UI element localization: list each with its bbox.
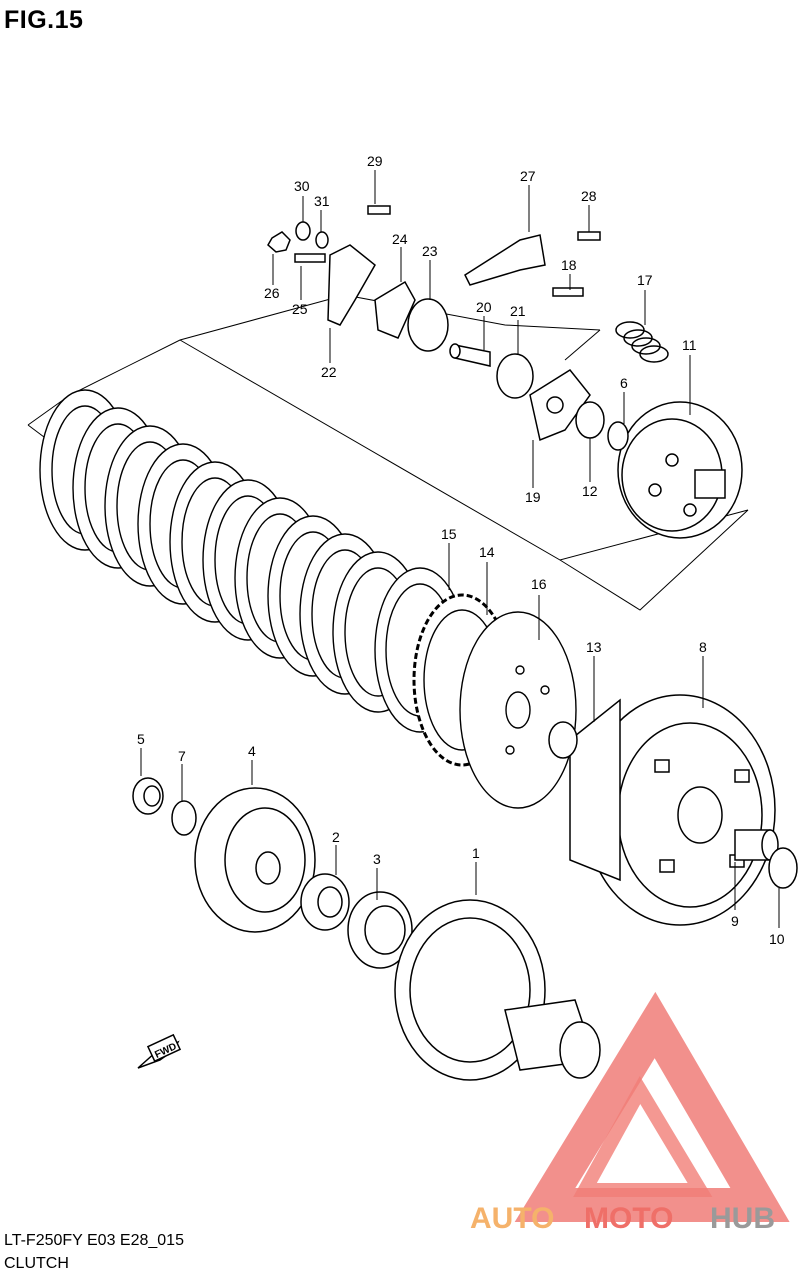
callout-6: 6 bbox=[620, 375, 628, 391]
callout-31: 31 bbox=[314, 193, 330, 209]
part-23-release-cam bbox=[407, 298, 449, 352]
leader-lines bbox=[140, 170, 780, 928]
part-9-spacer bbox=[734, 829, 779, 861]
part-22-bracket bbox=[327, 244, 376, 326]
callout-18: 18 bbox=[561, 257, 577, 273]
callout-14: 14 bbox=[479, 544, 495, 560]
part-27-release-arm bbox=[464, 234, 546, 286]
callout-3: 3 bbox=[373, 851, 381, 867]
part-28-bolt bbox=[577, 231, 601, 241]
callout-4: 4 bbox=[248, 743, 256, 759]
callout-labels: 1 2 3 4 5 6 7 8 9 10 11 12 13 14 15 16 1… bbox=[137, 153, 785, 947]
part-25-stud bbox=[294, 253, 326, 263]
forward-arrow-icon: FWD bbox=[137, 1033, 182, 1069]
part-1-clutch-shoe-drum bbox=[394, 899, 601, 1081]
watermark-logo bbox=[514, 991, 790, 1222]
part-19-release-plate bbox=[529, 369, 591, 442]
watermark-triangle-icon bbox=[514, 991, 790, 1222]
part-29-bolt bbox=[367, 205, 391, 215]
part-3-roller-cage bbox=[347, 891, 413, 969]
part-26-nut bbox=[267, 231, 291, 253]
part-18-bolt bbox=[552, 287, 584, 297]
callout-30: 30 bbox=[294, 178, 310, 194]
callout-16: 16 bbox=[531, 576, 547, 592]
callout-5: 5 bbox=[137, 731, 145, 747]
callout-29: 29 bbox=[367, 153, 383, 169]
callout-2: 2 bbox=[332, 829, 340, 845]
part-11-clutch-sleeve-hub bbox=[617, 401, 743, 539]
part-21-bearing bbox=[496, 353, 534, 399]
callout-17: 17 bbox=[637, 272, 653, 288]
callout-19: 19 bbox=[525, 489, 541, 505]
part-30-nut bbox=[295, 221, 311, 241]
watermark-triangle-inner-icon bbox=[573, 1075, 713, 1197]
part-6-washer bbox=[607, 421, 629, 451]
callout-10: 10 bbox=[769, 931, 785, 947]
part-7-washer bbox=[171, 800, 197, 836]
callout-22: 22 bbox=[321, 364, 337, 380]
callout-20: 20 bbox=[476, 299, 492, 315]
part-4-one-way-clutch bbox=[194, 787, 316, 933]
callout-27: 27 bbox=[520, 168, 536, 184]
callout-11: 11 bbox=[682, 337, 697, 353]
callout-1: 1 bbox=[472, 845, 480, 861]
watermark-moto: MOTO bbox=[584, 1202, 673, 1235]
part-10-washer bbox=[768, 847, 798, 889]
callout-26: 26 bbox=[264, 285, 280, 301]
part-13-washer bbox=[548, 721, 578, 759]
part-24-gasket bbox=[374, 280, 416, 339]
figure-title: FIG.15 bbox=[4, 6, 84, 34]
watermark-hub: HUB bbox=[710, 1202, 775, 1235]
callout-7: 7 bbox=[178, 748, 186, 764]
part-12-bearing bbox=[575, 401, 605, 439]
model-code: LT-F250FY E03 E28_015 bbox=[4, 1232, 184, 1249]
callout-25: 25 bbox=[292, 301, 308, 317]
callout-23: 23 bbox=[422, 243, 438, 259]
clutch-plate-stack bbox=[39, 389, 577, 809]
callout-9: 9 bbox=[731, 913, 739, 929]
part-20-release-pin bbox=[449, 343, 491, 367]
callout-12: 12 bbox=[582, 483, 598, 499]
part-31-washer bbox=[315, 231, 329, 249]
callout-21: 21 bbox=[510, 303, 526, 319]
part-5-nut bbox=[132, 777, 164, 815]
callout-28: 28 bbox=[581, 188, 597, 204]
part-8-clutch-housing bbox=[569, 694, 776, 926]
callout-8: 8 bbox=[699, 639, 707, 655]
callout-24: 24 bbox=[392, 231, 408, 247]
part-2-bearing bbox=[300, 873, 350, 931]
callout-13: 13 bbox=[586, 639, 602, 655]
callout-15: 15 bbox=[441, 526, 457, 542]
watermark-auto: AUTO bbox=[470, 1202, 554, 1235]
part-17-spring bbox=[615, 321, 669, 363]
section-name: CLUTCH bbox=[4, 1255, 69, 1272]
watermark-wordmark: AUTO MOTO HUB bbox=[470, 1202, 775, 1235]
